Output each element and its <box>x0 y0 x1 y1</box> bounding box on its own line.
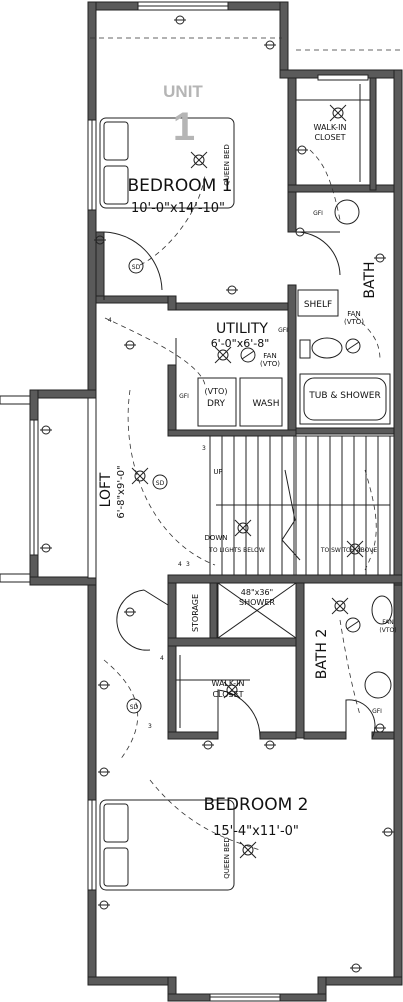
storage-label: STORAGE <box>191 594 200 632</box>
utility-name: UTILITY <box>216 321 268 337</box>
switch-label: 4 <box>160 655 164 662</box>
tub-shower <box>299 373 391 425</box>
switch-label: 3 <box>202 445 206 452</box>
light-icon <box>190 151 208 169</box>
bedroom2-dims: 15'-4"x11'-0" <box>213 824 299 839</box>
fan-icon <box>345 338 361 354</box>
to-lights: TO LIGHTS BELOW <box>208 547 265 554</box>
smoke-detector-icon <box>152 474 168 490</box>
toilet-1 <box>311 337 343 359</box>
walkin2-line1: WALK-IN <box>211 679 244 688</box>
utility-fan-sub: (VTO) <box>260 360 280 368</box>
loft-dims: 6'-8"x9'-0" <box>116 465 127 518</box>
smoke-label: SD <box>130 704 139 711</box>
walls <box>29 1 403 1002</box>
to-switch: TO SWITCH ABOVE <box>320 547 378 554</box>
bedroom1-dims: 10'-0"x14'-10" <box>131 201 225 216</box>
fan-icon <box>240 347 256 363</box>
switch-label: 4 <box>178 561 182 568</box>
light-icon <box>131 467 149 485</box>
utility-gfi: GFI <box>179 393 189 400</box>
smoke-detector-icon <box>128 258 144 274</box>
dryer-vto: (VTO) <box>205 387 228 396</box>
dryer-label: DRY <box>207 399 226 409</box>
shower-size: 48"x36" <box>241 588 273 597</box>
utility-fan: FAN <box>263 352 276 360</box>
washer-label: WASH <box>252 399 279 409</box>
light-icon <box>331 597 349 615</box>
stairs-up: UP <box>213 468 222 476</box>
bath-name: BATH <box>362 261 378 298</box>
stairs-down: DOWN <box>204 534 227 542</box>
fan-icons <box>240 338 361 633</box>
walkin1-line2: CLOSET <box>314 133 345 142</box>
utility-dims: 6'-0"x6'-8" <box>211 337 270 350</box>
shower-stall <box>217 582 297 639</box>
wiring <box>103 149 381 851</box>
light-icon <box>234 519 252 537</box>
light-icon <box>346 540 364 558</box>
unit-number: 1 <box>173 105 195 149</box>
bath-fan-sub: (VTO) <box>344 318 364 326</box>
outlet-symbols <box>40 15 394 973</box>
light-fixture-icons <box>131 104 364 859</box>
labels: UNIT 1 BEDROOM 1 10'-0"x14'-10" QUEEN BE… <box>98 82 397 879</box>
bath2-fan: FAN <box>382 619 394 626</box>
light-icon <box>214 346 232 364</box>
bed1-label: QUEEN BED <box>223 144 231 186</box>
sink-2 <box>364 671 392 699</box>
walkin2-line2: CLOSET <box>212 690 243 699</box>
fixtures <box>99 84 393 891</box>
sink-1 <box>334 199 360 225</box>
switch-label: 4 <box>108 317 112 324</box>
smoke-detector-icon <box>126 698 142 714</box>
light-icon <box>223 681 241 699</box>
washer <box>239 377 283 427</box>
shelf <box>297 289 339 317</box>
bath2-fan-sub: (VTO) <box>379 627 396 634</box>
bedroom1-name: BEDROOM 1 <box>128 176 233 196</box>
unit-label: UNIT <box>163 82 203 101</box>
smoke-label: SD <box>132 264 141 271</box>
switch-label: 3 <box>148 723 152 730</box>
dryer <box>197 377 237 427</box>
utility-gfi-2: GFI <box>278 327 288 334</box>
light-icon <box>239 841 257 859</box>
bath2-gfi: GFI <box>372 708 382 715</box>
shower-label: SHOWER <box>239 598 275 607</box>
queen-bed-1 <box>99 117 235 209</box>
tub-label: TUB & SHOWER <box>308 391 380 401</box>
bedroom2-name: BEDROOM 2 <box>204 795 309 815</box>
fan-icon <box>345 617 361 633</box>
toilet-2 <box>371 595 393 625</box>
bath-gfi: GFI <box>313 210 323 217</box>
loft-name: LOFT <box>98 472 114 507</box>
bath2-name: BATH 2 <box>314 629 330 680</box>
bath-fan: FAN <box>347 310 360 318</box>
smoke-label: SD <box>156 480 165 487</box>
switch-label: 3 <box>186 561 190 568</box>
smoke-detectors: SD SD SD <box>126 258 168 714</box>
bed2-label: QUEEN BED <box>223 837 231 879</box>
shelf-label: SHELF <box>304 300 332 310</box>
queen-bed-2 <box>99 799 235 891</box>
walkin1-line1: WALK-IN <box>313 123 346 132</box>
light-icon <box>329 104 347 122</box>
stairs <box>209 435 395 576</box>
